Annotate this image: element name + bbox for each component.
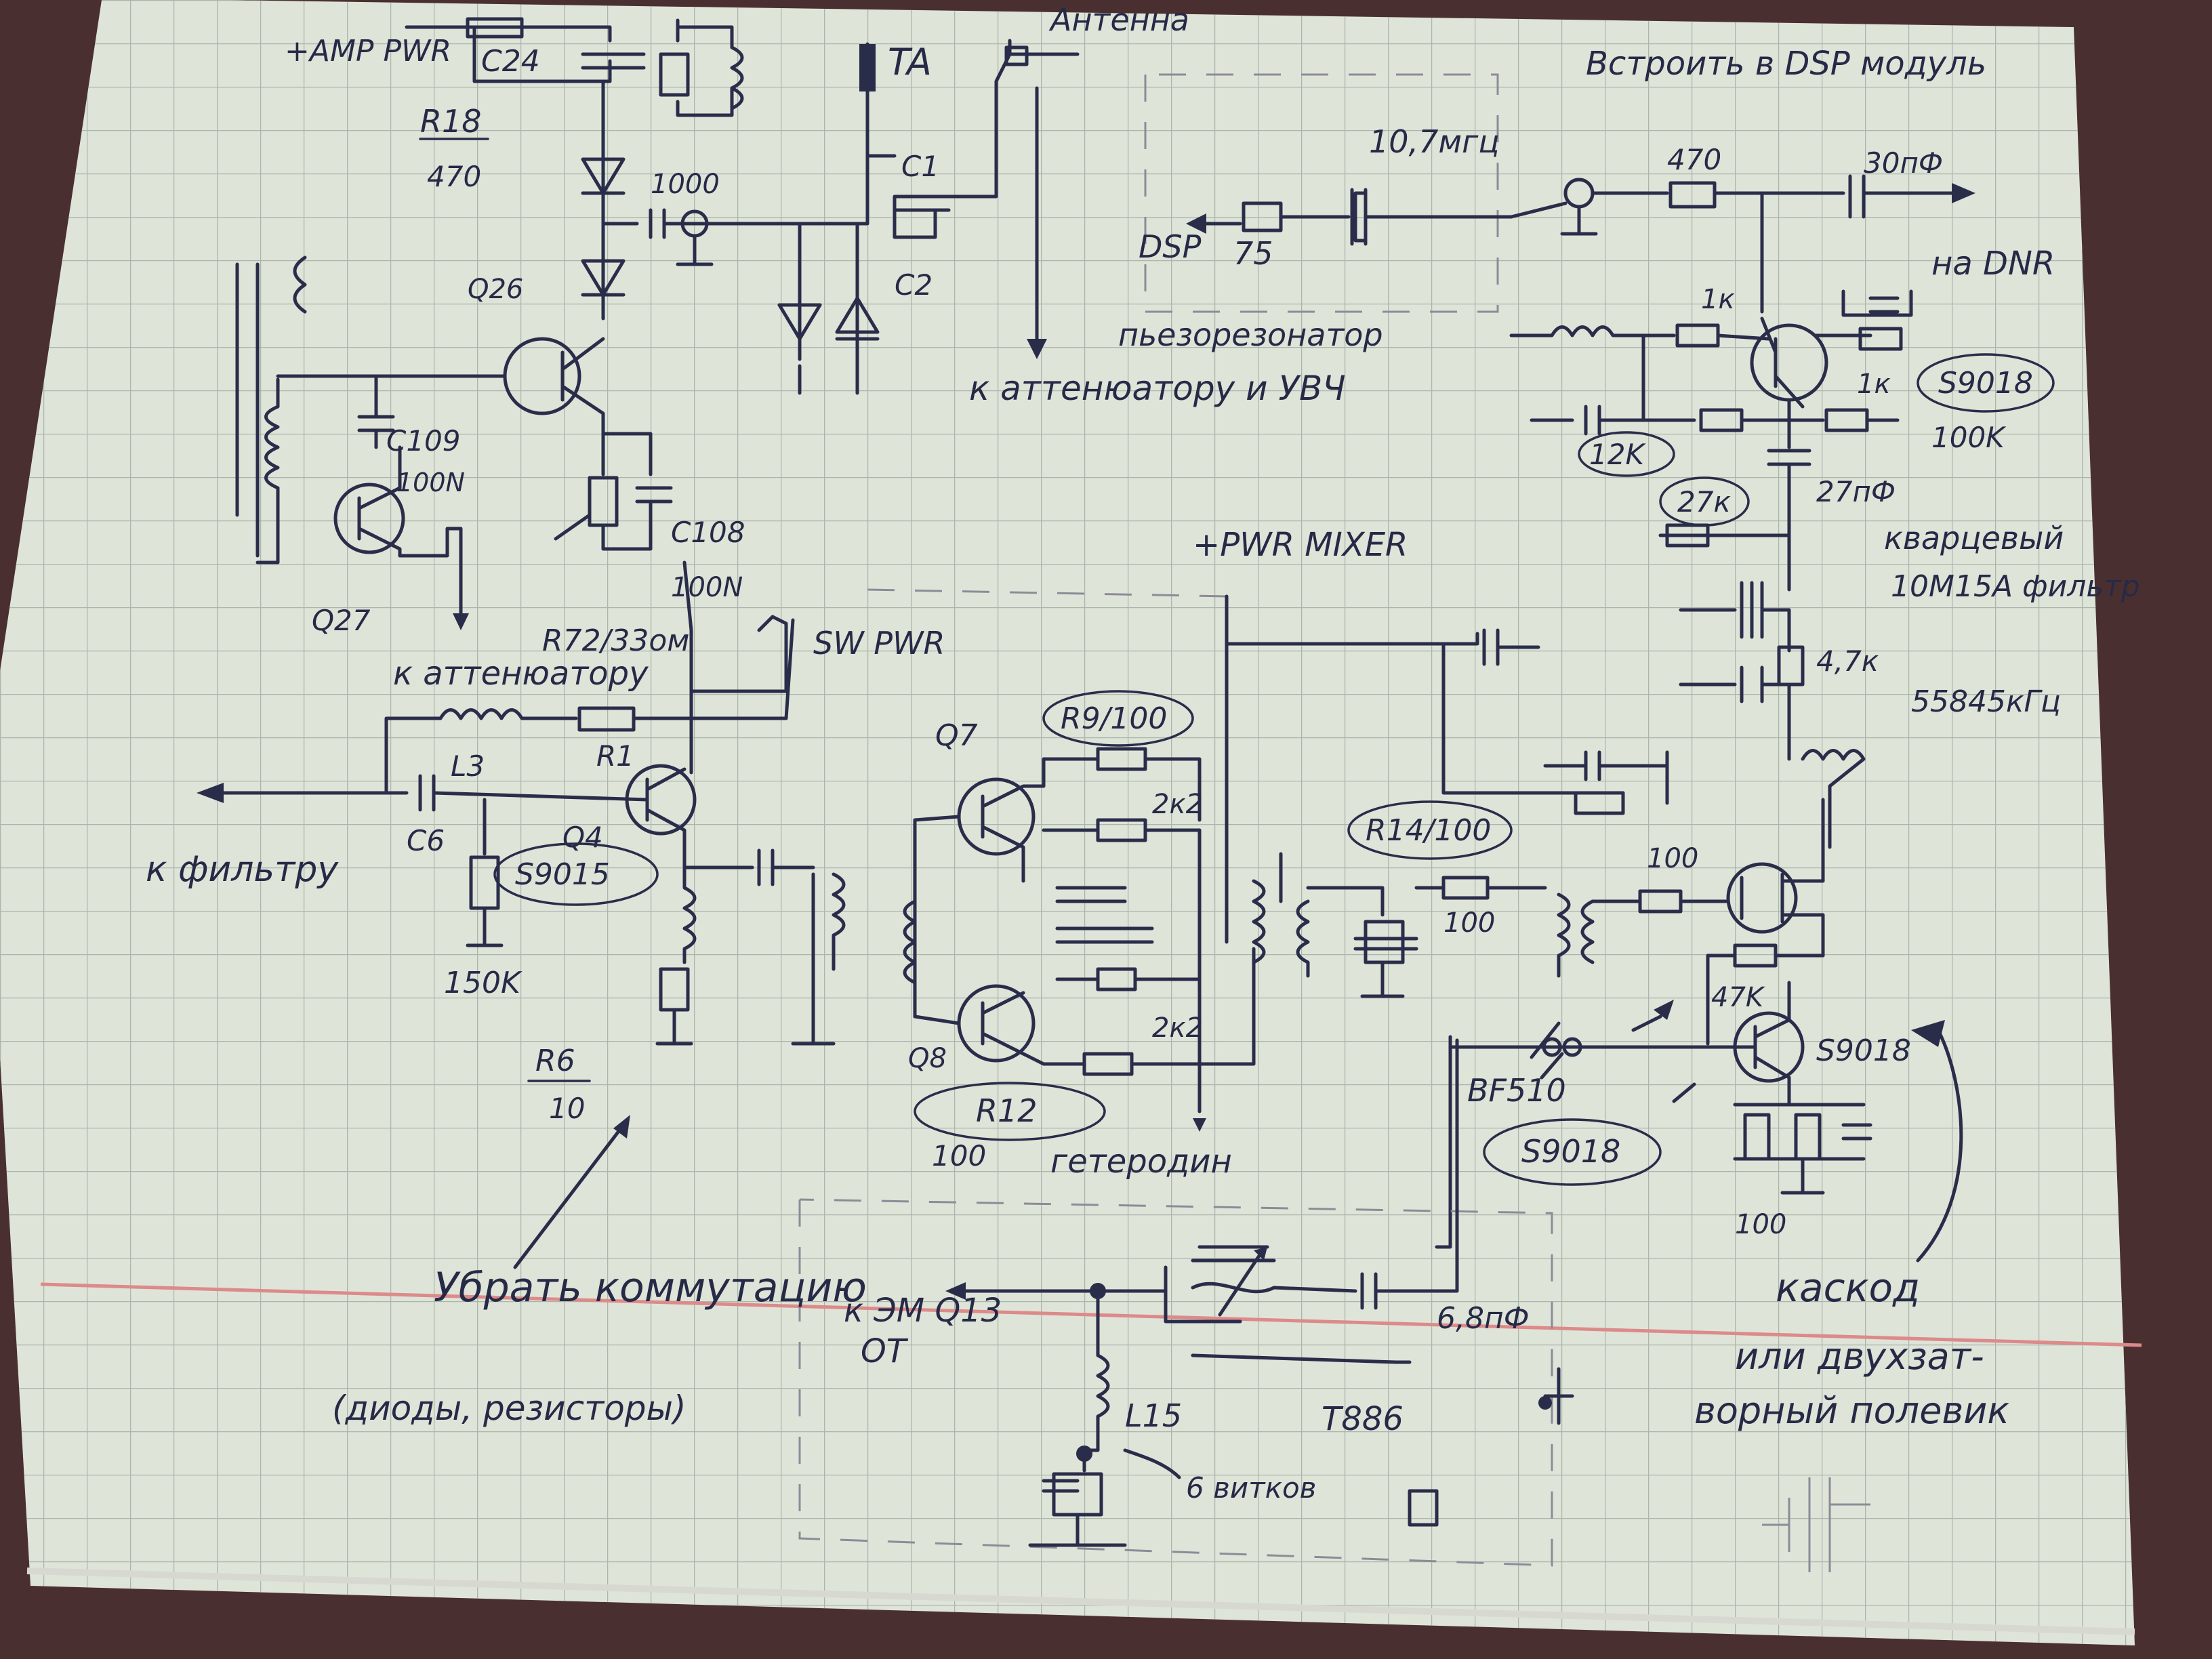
label-cascode-3: ворный полевик <box>1694 1389 2009 1432</box>
label-to-filter: к фильтру <box>146 849 339 890</box>
label-to-dnr: на DNR <box>1931 245 2055 283</box>
label-embed-dsp: Встроить в DSP модуль <box>1586 45 1986 83</box>
label-r6: R6 <box>535 1044 575 1078</box>
block-dsp-module <box>1144 73 1975 313</box>
label-pwr-mixer: +PWR MIXER <box>1193 526 1408 564</box>
label-q26: Q26 <box>468 274 523 305</box>
label-4-7k: 4,7к <box>1816 644 1879 678</box>
block-labels-q4: L3 R1 C6 Q4 S9015 к фильтру 150K R6 10 <box>146 739 659 1125</box>
label-r14: R14/100 <box>1366 813 1491 848</box>
label-c2: C2 <box>895 268 933 302</box>
label-100-b: 100 <box>1647 843 1698 874</box>
label-2k2-a: 2к2 <box>1152 789 1203 820</box>
label-100-c: 100 <box>1735 1209 1786 1240</box>
label-q27: Q27 <box>312 604 371 637</box>
label-27k: 27к <box>1677 485 1731 518</box>
label-turns: 6 витков <box>1186 1471 1316 1504</box>
label-freq: 55845кГц <box>1911 684 2061 719</box>
label-r6-value: 10 <box>549 1092 585 1125</box>
block-labels-dsp: Встроить в DSP модуль 10,7мгц DSP 75 пье… <box>1118 45 2055 353</box>
block-cascode <box>1435 798 1963 1263</box>
block-labels-mixer: +PWR MIXER Q7 R9/100 2к2 2к2 Q8 R12 100 … <box>908 526 1513 1181</box>
label-r12: R12 <box>976 1092 1038 1129</box>
block-quartz-filter <box>1509 191 1913 849</box>
label-q7: Q7 <box>935 718 978 753</box>
label-quartz-filter: 10М15А фильтр <box>1891 569 2140 604</box>
label-c1: C1 <box>901 150 939 183</box>
label-to-em: к ЭМ Q13 <box>844 1292 1002 1330</box>
label-remove-switch-2: (диоды, резисторы) <box>332 1389 687 1428</box>
label-c24: C24 <box>481 44 540 79</box>
label-c6: C6 <box>407 824 445 857</box>
label-piezo: пьезорезонатор <box>1118 316 1383 353</box>
label-47k: 47K <box>1711 982 1765 1013</box>
block-q4-stage <box>197 618 815 1046</box>
label-q8: Q8 <box>908 1043 947 1074</box>
label-75: 75 <box>1233 235 1273 272</box>
label-to-attenuator: к аттенюатору <box>393 655 649 693</box>
label-bf510: BF510 <box>1467 1072 1566 1109</box>
label-cascode-2: или двухзат- <box>1735 1335 1984 1378</box>
label-c108-value: 100N <box>671 572 743 603</box>
block-labels-oscillator: к ЭМ Q13 ОТ 6,8пФ L15 Т886 6 витков <box>844 1292 1530 1504</box>
label-t886: Т886 <box>1322 1400 1404 1438</box>
label-100k: 100K <box>1931 421 2007 454</box>
label-12k: 12K <box>1589 438 1646 471</box>
block-amp-power <box>235 17 802 720</box>
block-note: Убрать коммутацию (диоды, резисторы) <box>332 1115 867 1428</box>
label-1k-b: 1к <box>1857 369 1891 400</box>
label-27pf: 27пФ <box>1816 475 1896 508</box>
label-ta: TA <box>888 41 932 83</box>
label-6-8pf: 6,8пФ <box>1437 1301 1530 1336</box>
block-oscillator <box>798 1038 1574 1567</box>
block-labels-quartz: 1к 1к S9018 12K 100K 27пФ 27к кварцевый … <box>1578 284 2140 719</box>
label-quartz: кварцевый <box>1884 520 2064 556</box>
pencil-sketch <box>1762 1477 1870 1572</box>
label-2k2-b: 2к2 <box>1152 1012 1203 1044</box>
label-sw-pwr: SW PWR <box>813 625 945 661</box>
block-labels-amp: +AMP PWR C24 R18 470 1000 Q26 C109 100N … <box>285 34 945 693</box>
label-s9018-c: S9018 <box>1521 1133 1620 1170</box>
block-mixer <box>791 588 1669 1132</box>
label-s9015: S9015 <box>515 857 610 892</box>
block-antenna <box>777 39 1080 395</box>
block-labels-cascode: 100 47K S9018 BF510 S9018 100 каскод или… <box>1467 843 2009 1432</box>
label-c109-value: 100N <box>396 468 465 497</box>
label-150k: 150K <box>444 966 523 1000</box>
label-100-a: 100 <box>1443 907 1495 939</box>
label-amp-pwr: +AMP PWR <box>285 34 451 68</box>
label-470: 470 <box>1667 143 1721 176</box>
label-r18: R18 <box>420 103 482 140</box>
label-r1: R1 <box>596 739 634 773</box>
label-l3: L3 <box>451 750 485 783</box>
label-remove-switch: Убрать коммутацию <box>434 1264 867 1311</box>
label-r12-value: 100 <box>932 1139 986 1172</box>
label-heterodyne: гетеродин <box>1050 1143 1232 1181</box>
label-c109: C109 <box>386 424 461 457</box>
block-labels-antenna: TA Антенна C1 C2 к аттенюатору и УВЧ <box>888 1 1346 408</box>
label-to-att-uvch: к аттенюатору и УВЧ <box>969 369 1346 408</box>
label-cascode: каскод <box>1776 1265 1920 1311</box>
label-s9018-a: S9018 <box>1938 366 2033 401</box>
label-r9: R9/100 <box>1061 701 1167 736</box>
label-dsp: DSP <box>1139 228 1202 265</box>
label-30pf: 30пФ <box>1864 146 1943 180</box>
label-antenna: Антенна <box>1048 1 1189 38</box>
label-c108: C108 <box>671 516 745 549</box>
label-q4: Q4 <box>562 821 603 854</box>
label-r72: R72/33ом <box>542 623 690 658</box>
label-ot: ОТ <box>861 1332 909 1370</box>
label-r18-value: 470 <box>427 160 481 193</box>
label-10-7mhz: 10,7мгц <box>1369 123 1500 160</box>
label-c1000: 1000 <box>651 169 720 200</box>
margin-line <box>40 1282 2142 1347</box>
label-s9018-b: S9018 <box>1816 1033 1911 1068</box>
label-1k-a: 1к <box>1701 284 1735 315</box>
label-l15: L15 <box>1125 1397 1182 1434</box>
